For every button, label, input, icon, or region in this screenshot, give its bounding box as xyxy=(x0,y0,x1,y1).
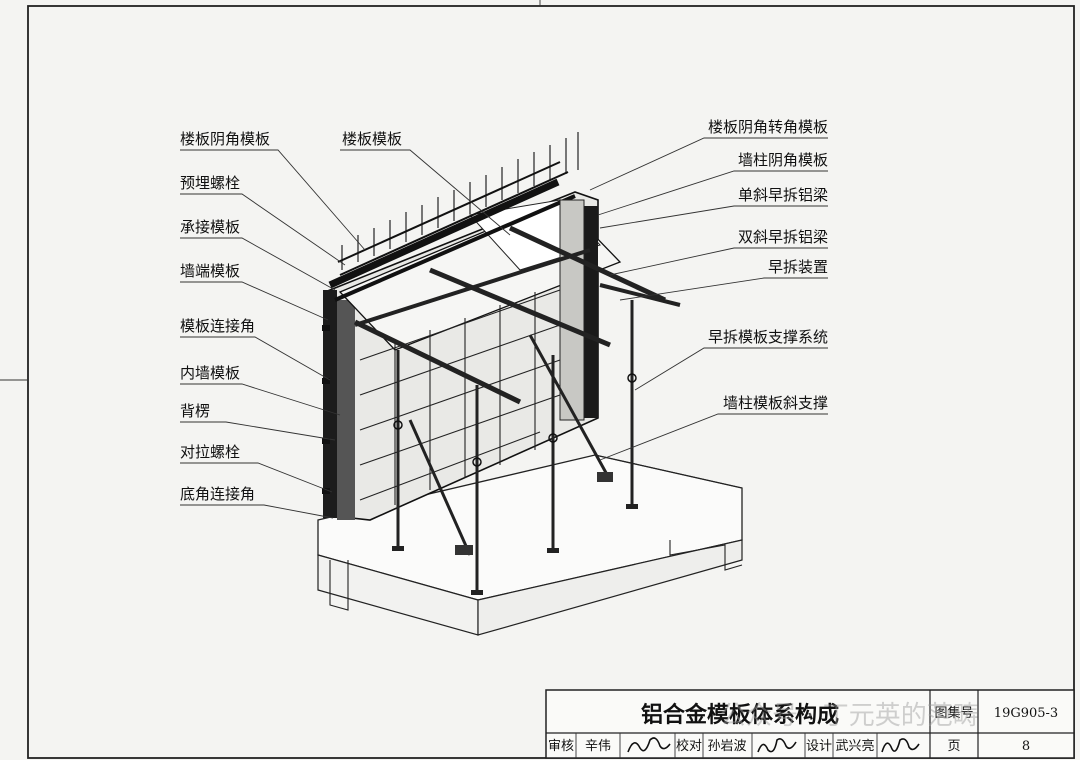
signature-checker xyxy=(757,738,797,753)
label-back-ridge: 背楞 xyxy=(180,402,210,420)
signature-designer xyxy=(881,738,920,753)
atlas-number-label: 图集号 xyxy=(934,705,973,721)
label-bottom-corner: 底角连接角 xyxy=(180,485,255,503)
concrete-slab xyxy=(317,454,743,636)
name-designer: 武兴亮 xyxy=(835,738,874,754)
label-support-formwork: 承接模板 xyxy=(180,218,240,236)
watermark: 公众号 · 丁元英的范畴 xyxy=(720,701,979,731)
support-props xyxy=(392,300,638,595)
label-slab-corner-turn: 楼板阴角转角模板 xyxy=(708,118,828,136)
name-checker: 孙岩波 xyxy=(707,739,746,754)
title-block: 铝合金模板体系构成 图集号 19G905-3 页 8 审核 辛伟 校对 孙岩波 … xyxy=(545,689,1075,759)
labels-top: 楼板模板 xyxy=(342,130,402,148)
signature-reviewer xyxy=(627,737,671,753)
label-single-slope-beam: 单斜早拆铝梁 xyxy=(738,186,828,204)
diagonal-braces xyxy=(408,334,613,556)
labels-left: 楼板阴角模板 预埋螺栓 承接模板 墙端模板 模板连接角 内墙模板 背楞 对拉螺栓… xyxy=(180,130,270,503)
label-inner-wall-formwork: 内墙模板 xyxy=(180,364,240,382)
label-support-system: 早拆模板支撑系统 xyxy=(708,328,828,346)
leader-lines xyxy=(180,137,828,519)
label-early-removal-device: 早拆装置 xyxy=(768,258,828,276)
page-number: 8 xyxy=(1022,739,1030,754)
formwork-illustration xyxy=(317,132,743,636)
tie-bolts xyxy=(322,325,330,494)
label-slab-inner-corner: 楼板阴角模板 xyxy=(180,130,270,148)
name-reviewer: 辛伟 xyxy=(585,739,611,754)
label-tie-bolt: 对拉螺栓 xyxy=(180,443,240,461)
label-wall-end-formwork: 墙端模板 xyxy=(180,262,240,280)
role-designer: 设计 xyxy=(806,739,832,754)
role-reviewer: 审核 xyxy=(548,739,574,754)
rebar-cage xyxy=(337,132,579,276)
label-embedded-bolt: 预埋螺栓 xyxy=(180,174,240,192)
labels-right: 楼板阴角转角模板 墙柱阴角模板 单斜早拆铝梁 双斜早拆铝梁 早拆装置 早拆模板支… xyxy=(708,118,828,412)
wall-formwork xyxy=(322,178,681,521)
role-checker: 校对 xyxy=(676,738,702,754)
label-diagonal-brace: 墙柱模板斜支撑 xyxy=(723,394,828,412)
page-label: 页 xyxy=(947,739,960,754)
label-column-inner-corner: 墙柱阴角模板 xyxy=(738,151,828,169)
label-double-slope-beam: 双斜早拆铝梁 xyxy=(738,228,828,246)
label-slab-formwork: 楼板模板 xyxy=(342,130,402,148)
atlas-number: 19G905-3 xyxy=(994,706,1058,721)
drawing-title: 铝合金模板体系构成 xyxy=(641,702,839,728)
label-formwork-connector: 模板连接角 xyxy=(180,317,255,335)
